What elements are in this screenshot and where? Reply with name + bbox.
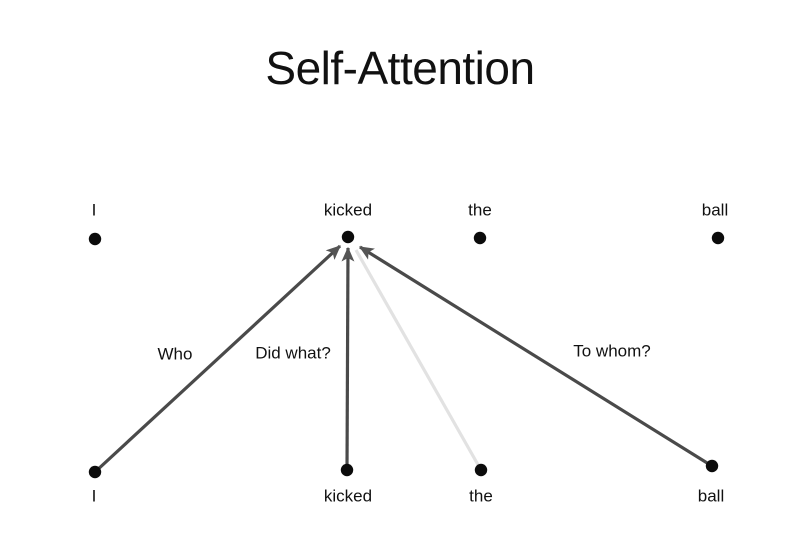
edge-i-to-kicked (93, 244, 342, 474)
token-label-input-tokens-the-2: the (469, 486, 493, 506)
token-label-input-tokens-ball-3: ball (697, 486, 725, 506)
node-dot-output-tokens-ball-3[interactable] (711, 231, 725, 245)
nodes-layer (88, 230, 725, 479)
node-dot-output-tokens-i-0[interactable] (88, 232, 102, 246)
node-dot-input-tokens-ball-3[interactable] (705, 459, 719, 473)
token-label-output-tokens-kicked-1: kicked (323, 200, 373, 220)
page-title: Self-Attention (265, 42, 535, 94)
edge-kicked-to-kicked (341, 246, 355, 471)
node-dot-input-tokens-kicked-1[interactable] (340, 463, 354, 477)
node-dot-output-tokens-the-2[interactable] (473, 231, 487, 245)
node-dot-output-tokens-kicked-1[interactable] (341, 230, 355, 244)
edge-label-kicked: Did what? (252, 343, 334, 363)
token-label-input-tokens-kicked-1: kicked (323, 486, 373, 506)
token-label-output-tokens-i-0: I (91, 200, 97, 220)
node-dot-input-tokens-i-0[interactable] (88, 465, 102, 479)
token-label-output-tokens-the-2: the (468, 200, 492, 220)
edge-the-to-kicked (354, 249, 483, 471)
edge-label-i: Who (154, 344, 196, 364)
token-label-output-tokens-ball-3: ball (701, 200, 729, 220)
edges-layer (93, 244, 713, 474)
edge-ball-to-kicked (359, 245, 713, 468)
edge-label-ball: To whom? (570, 341, 654, 361)
token-label-input-tokens-i-0: I (91, 486, 97, 506)
node-dot-input-tokens-the-2[interactable] (474, 463, 488, 477)
